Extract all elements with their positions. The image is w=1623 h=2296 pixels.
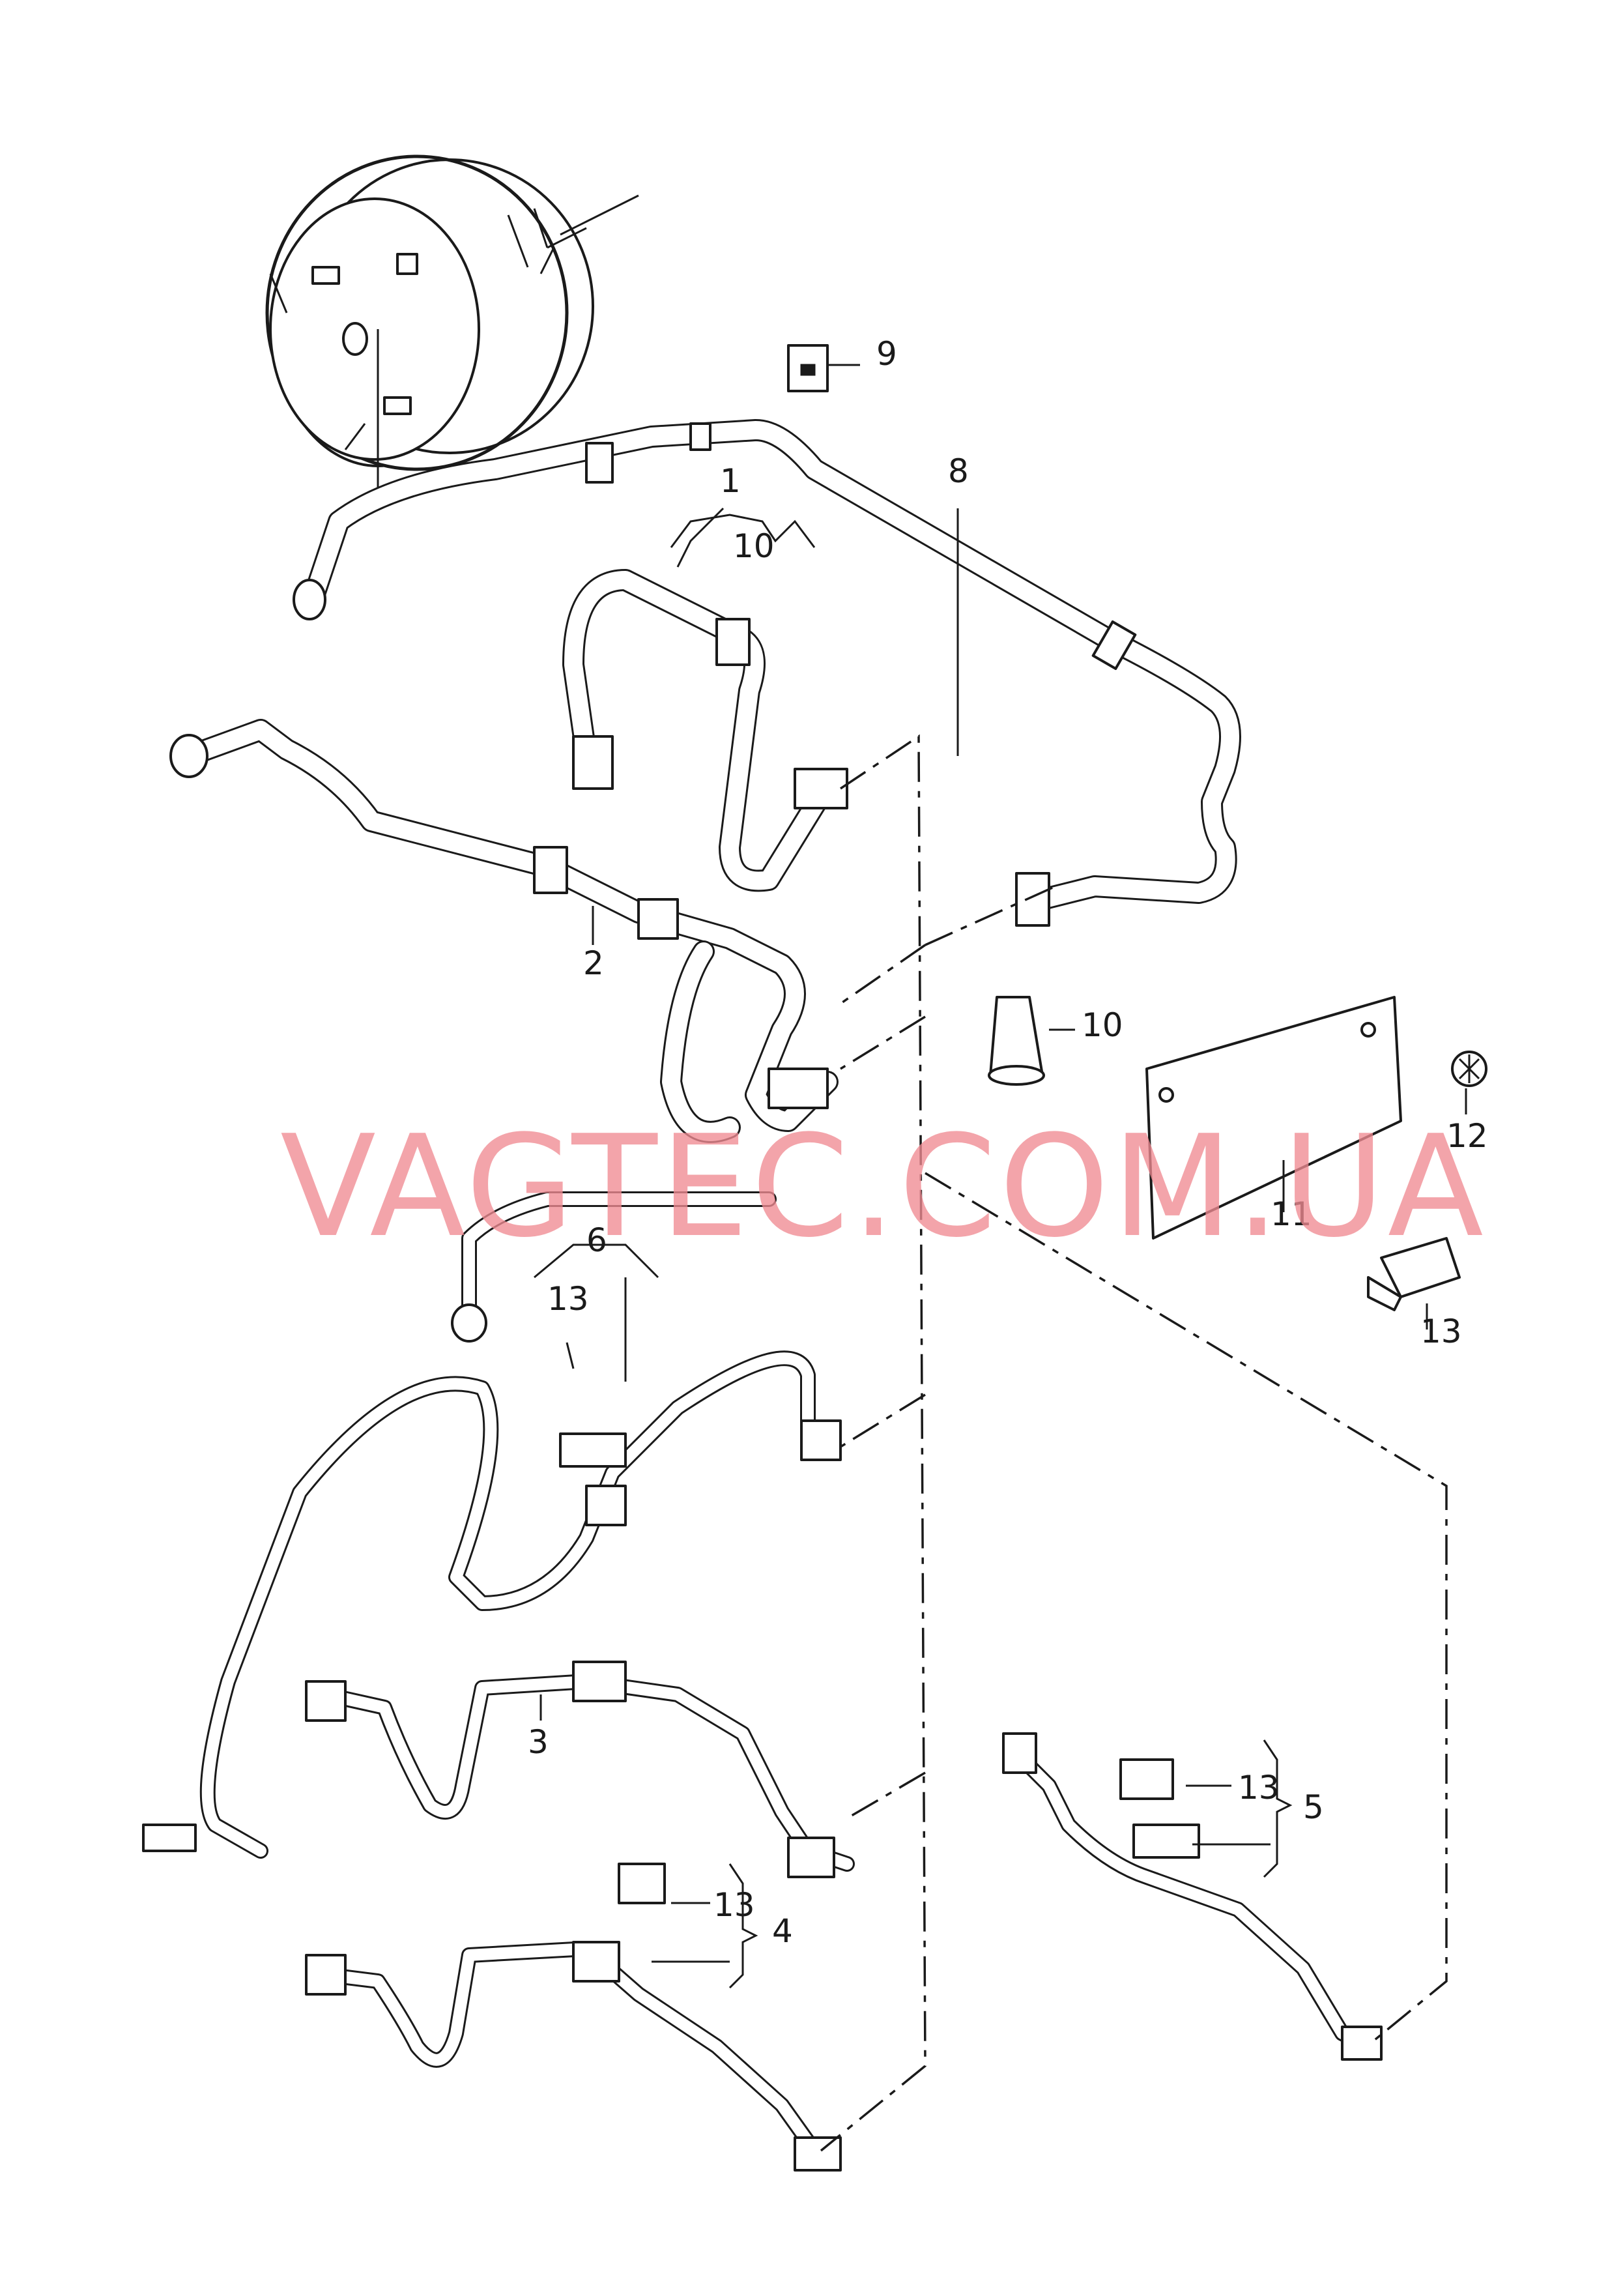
hose-3 [305,1661,855,1878]
callout-10: 10 [1082,1006,1123,1044]
callout-13: 13 [547,1280,589,1318]
hose-4 [305,1863,842,2172]
sheet-11 [1145,996,1402,1240]
hose-5 [1002,1732,1383,2061]
brake-booster [265,154,639,495]
callout-3: 3 [528,1723,549,1761]
sensor-13 [1367,1237,1461,1311]
callout-1: 1 [720,462,741,500]
callout-10: 10 [733,527,775,565]
callout-12: 12 [1446,1117,1488,1155]
callout-11: 11 [1271,1195,1312,1233]
callout-5: 5 [1303,1788,1324,1826]
clip-9 [787,344,829,392]
hose-1 [562,569,848,892]
callout-4: 4 [772,1912,793,1950]
callout-8: 8 [948,452,969,490]
cap-10 [988,996,1045,1086]
callout-13: 13 [713,1886,755,1924]
callout-13: 13 [1238,1769,1280,1807]
hose-2 [169,719,839,1143]
callouts: 1 10 9 8 2 10 12 11 6 13 13 3 13 5 13 4 [528,335,1488,1950]
watermark: VAGTEC.COM.UA [280,1105,1486,1268]
connection-lines [820,734,1448,2152]
leader-lines [534,364,1467,1989]
callout-9: 9 [876,335,897,373]
callout-6: 6 [586,1221,607,1259]
hose-6 [142,1191,842,1859]
callout-13: 13 [1420,1313,1462,1350]
hose-8 [293,419,1241,927]
rivet-12 [1451,1051,1487,1087]
callout-2: 2 [583,944,604,982]
